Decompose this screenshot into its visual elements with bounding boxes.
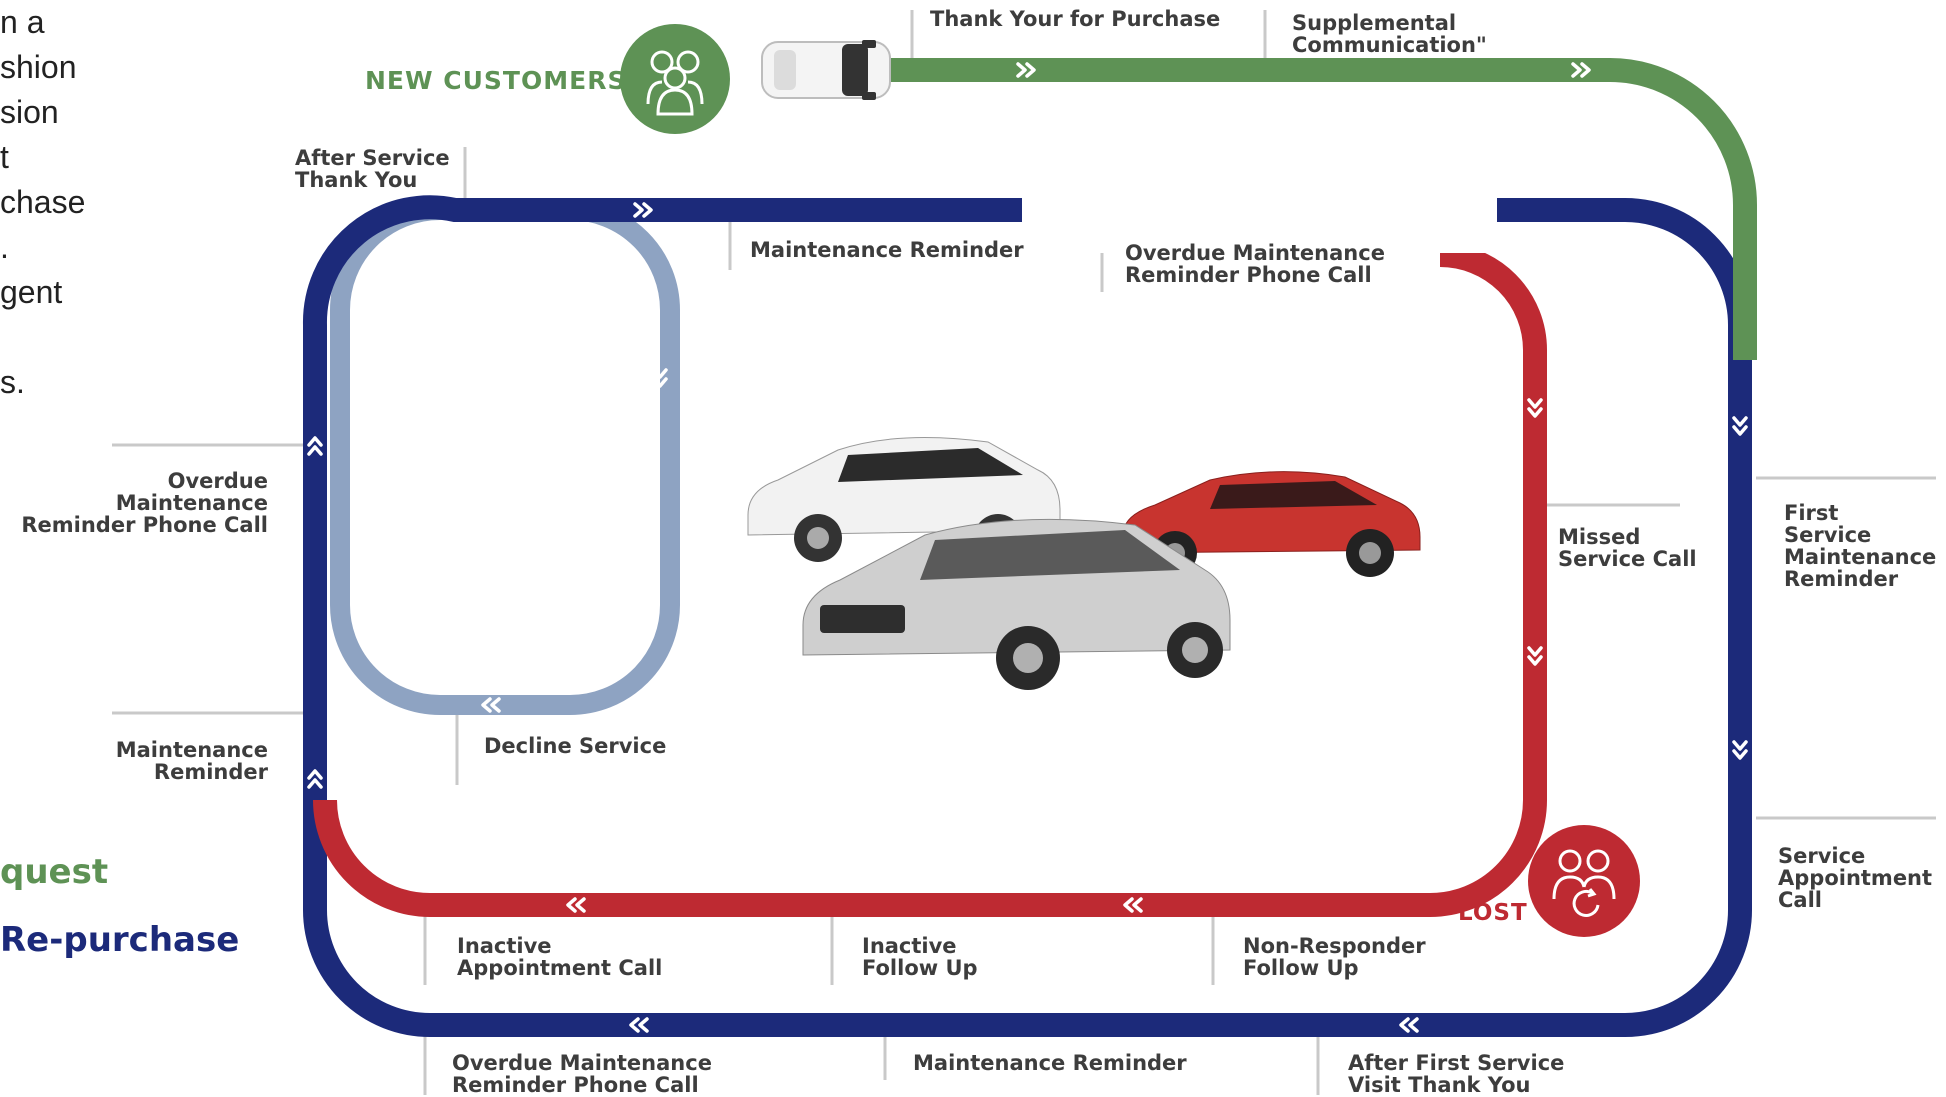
car-top-view-icon [761, 40, 891, 100]
label-decline-service: Decline Service [484, 734, 667, 758]
car-red-sedan [1115, 445, 1425, 585]
label-thank-you-purchase: Thank Your for Purchase [930, 7, 1221, 31]
lost-customer-loop [313, 243, 1547, 917]
repurchase-outer-loop [302, 195, 1752, 1037]
label-inactive-follow-up: Inactive Follow Up [862, 934, 978, 980]
cropped-body-text: n a shion sion t chase . gent s. [0, 4, 86, 400]
group-of-people-icon [620, 24, 730, 134]
label-supplemental-communication: Supplemental Communication" [1292, 11, 1487, 57]
label-service-appointment-call: Service Appointment Call [1778, 844, 1933, 912]
decline-service-loop [330, 200, 680, 715]
label-non-responder: Non-Responder Follow Up [1243, 934, 1426, 980]
new-customer-path [880, 58, 1757, 360]
legend-navy-partial: Re-purchase [0, 920, 240, 960]
label-overdue-phone-left: Overdue Maintenance Reminder Phone Call [21, 469, 268, 537]
label-maintenance-reminder-top: Maintenance Reminder [750, 238, 1024, 262]
label-overdue-phone-top: Overdue Maintenance Reminder Phone Call [1125, 241, 1385, 287]
legend-green-partial: quest [0, 852, 109, 892]
label-after-service-thank-you: After Service Thank You [295, 146, 450, 192]
new-customers-label: NEW CUSTOMERS [365, 66, 627, 95]
group-of-people-return-icon [1528, 825, 1640, 937]
label-maintenance-reminder-left: Maintenance Reminder [115, 738, 268, 784]
flow-chevrons [307, 62, 1748, 1033]
label-background-box [1022, 198, 1497, 253]
label-overdue-phone-bottom: Overdue Maintenance Reminder Phone Call [452, 1051, 712, 1097]
lost-label: LOST [1458, 900, 1528, 926]
label-inactive-appointment-call: Inactive Appointment Call [457, 934, 663, 980]
divider-lines [112, 10, 1936, 1095]
label-maintenance-reminder-bottom: Maintenance Reminder [913, 1051, 1187, 1075]
label-missed-service-call: Missed Service Call [1558, 525, 1697, 571]
label-first-service-reminder: First Service Maintenance Reminder [1784, 501, 1937, 591]
car-silver-large-suv [795, 500, 1235, 695]
label-after-first-service: After First Service Visit Thank You [1348, 1051, 1565, 1097]
